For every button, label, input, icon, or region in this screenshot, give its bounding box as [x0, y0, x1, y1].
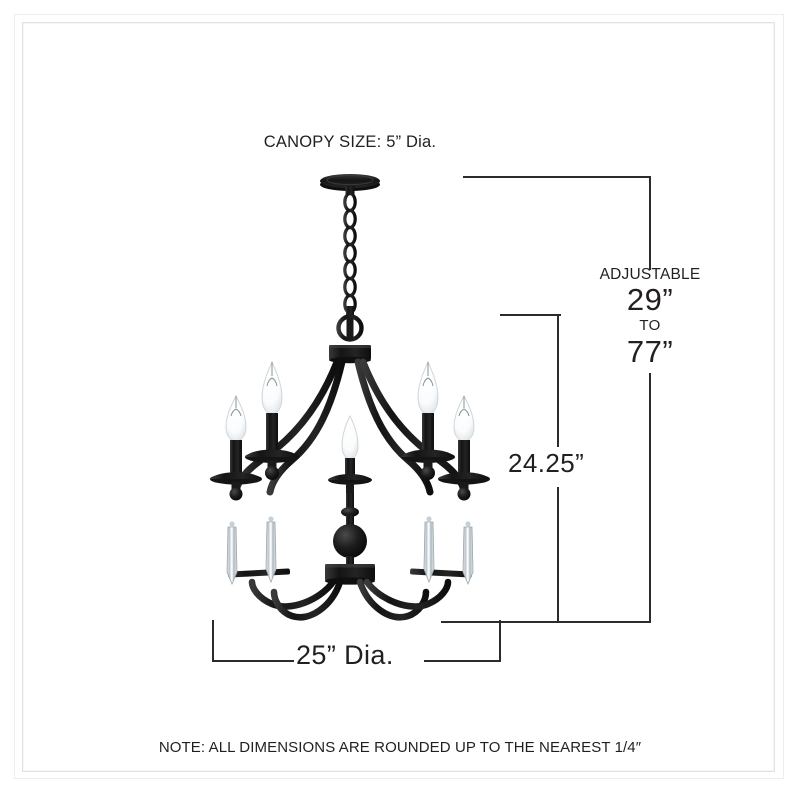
adjustable-min-label: 29” — [626, 282, 674, 317]
canopy-size-label: CANOPY SIZE: 5” Dia. — [263, 133, 437, 151]
body-height-dimension-label: 24.25” — [508, 448, 585, 478]
adjustable-dimension-line-upper — [649, 176, 651, 270]
diameter-tick-right — [499, 620, 501, 662]
adjustable-word-label: ADJUSTABLE — [599, 266, 701, 283]
height-extension-line-bottom — [441, 621, 561, 623]
adjustable-dimension-line-lower — [649, 373, 651, 622]
diameter-tick-left — [212, 620, 214, 662]
adjustable-extension-line-top — [463, 176, 651, 178]
overall-diameter-dimension-label: 25” Dia. — [296, 640, 394, 670]
dimension-rounding-note: NOTE: ALL DIMENSIONS ARE ROUNDED UP TO T… — [158, 739, 642, 756]
height-dimension-line-lower — [557, 487, 559, 622]
adjustable-to-label: TO — [639, 317, 661, 334]
inner-frame-border — [22, 22, 775, 772]
adjustable-extension-line-bottom — [502, 621, 651, 623]
height-extension-line-top — [500, 314, 561, 316]
diameter-dimension-line-right — [424, 660, 500, 662]
adjustable-max-label: 77” — [626, 334, 674, 369]
diameter-dimension-line-left — [212, 660, 294, 662]
height-dimension-line-upper — [557, 314, 559, 447]
adjustable-dimension-label-group: ADJUSTABLE 29” TO 77” — [575, 266, 725, 369]
outer-frame-border — [14, 14, 784, 779]
